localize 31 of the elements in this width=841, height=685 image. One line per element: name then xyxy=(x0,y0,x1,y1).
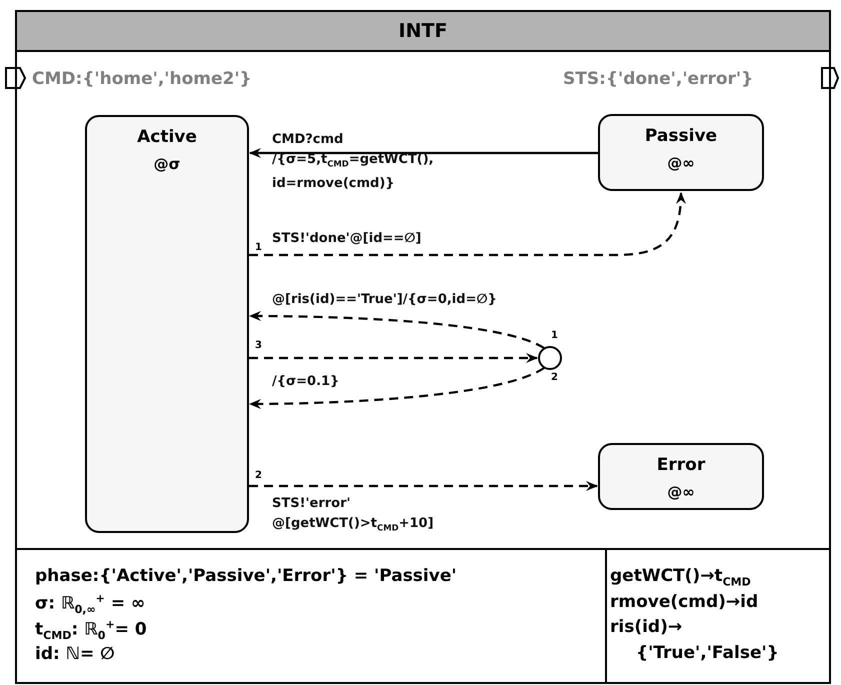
transition-arrow xyxy=(249,192,686,256)
function-signature: rmove(cmd)→id xyxy=(610,592,758,612)
function-signature: ris(id)→ {'True','False'} xyxy=(610,616,780,665)
port-label: STS:{'done','error'} xyxy=(563,69,754,89)
state-box: Active @σ xyxy=(85,115,249,533)
state-variable: phase:{'Active','Passive','Error'} = 'Passive' xyxy=(35,566,457,586)
port-label: CMD:{'home','home2'} xyxy=(32,69,252,89)
priority-number: 2 xyxy=(551,372,558,383)
title-bar: INTF xyxy=(17,12,829,52)
state-box: Passive @∞ xyxy=(598,114,764,191)
transition-arrow xyxy=(249,311,544,349)
function-signature: getWCT()→t$_{CMD}$ xyxy=(610,566,751,588)
transition-arrow xyxy=(249,367,544,409)
transition-arrow xyxy=(249,481,598,491)
edge-label: @[ris(id)=='True']/{σ=0,id=∅} xyxy=(272,291,498,309)
edge-label: STS!'done'@[id==∅] xyxy=(272,230,422,248)
edge-label: /{σ=0.1} xyxy=(272,373,340,391)
edge-label: CMD?cmd /{σ=5,t$_{CMD}$=getWCT(), id=rmove(cmd)} xyxy=(272,131,435,193)
state-variable: σ: ℝ$_{0,∞}$$^{+}$ = ∞ xyxy=(35,592,146,616)
state-variable: id: ℕ= ∅ xyxy=(35,644,115,664)
transition-arrow xyxy=(249,353,538,363)
edge-label: STS!'error' @[getWCT()>t$_{CMD}$+10] xyxy=(272,495,435,535)
priority-number: 1 xyxy=(551,330,558,341)
priority-number: 2 xyxy=(255,470,262,481)
junction-circle xyxy=(538,346,562,370)
state-variable: t$_{CMD}$: ℝ$_{0}$$^{+}$= 0 xyxy=(35,618,147,642)
component-frame xyxy=(15,10,831,684)
priority-number: 1 xyxy=(255,242,262,253)
state-box: Error @∞ xyxy=(598,443,764,510)
transition-arrow xyxy=(249,148,598,158)
priority-number: 3 xyxy=(255,340,262,351)
